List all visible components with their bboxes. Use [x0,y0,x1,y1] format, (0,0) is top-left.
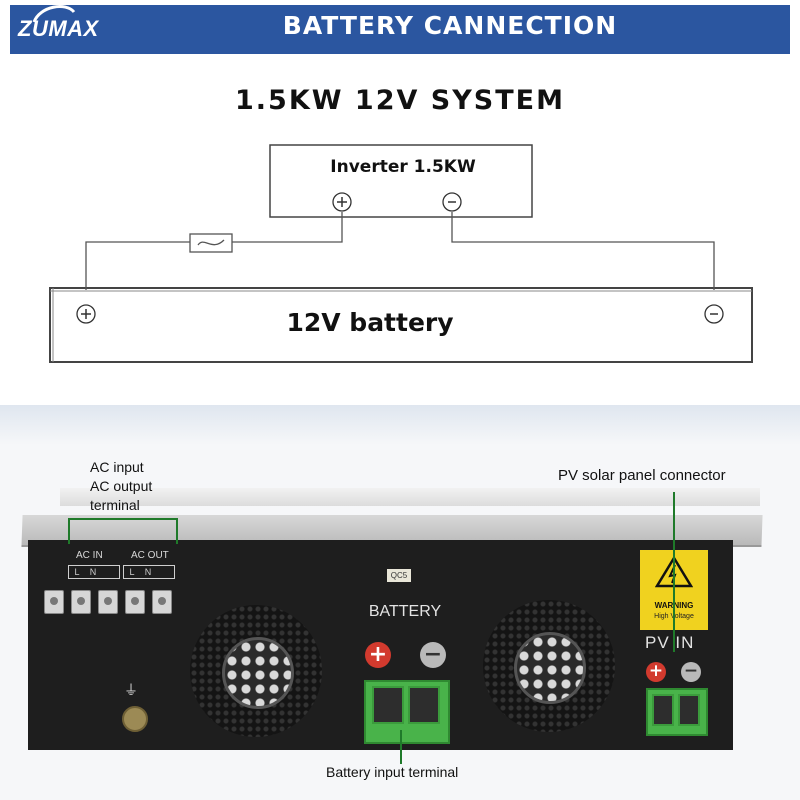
fan-grill-left [190,605,322,737]
fuse-icon [189,233,233,253]
battery-callout-leader [400,730,402,764]
inverter-negative-terminal-icon [442,192,462,212]
ac-terminal-screw [44,590,64,614]
ac-terminal-screw [71,590,91,614]
ac-callout-leader [68,518,70,544]
ac-out-line-label: L [129,567,135,577]
inverter-positive-terminal-icon [332,192,352,212]
ac-callout-leader [176,518,178,544]
header-bar [10,5,790,54]
pv-in-label: PV IN [645,633,695,652]
ac-callout-line-1: AC input [90,459,144,475]
ground-icon: ⏚ [124,683,138,699]
battery-terminal-slot [372,686,404,724]
negative-wire [451,212,715,290]
ac-out-label: AC OUT [131,550,169,561]
wiring-diagram [49,144,753,363]
ac-out-neutral-label: N [144,567,152,577]
ac-in-label: AC IN [76,550,103,561]
ground-bolt [122,706,148,732]
battery-label: 12V battery [286,308,454,337]
ac-terminal-screw [152,590,172,614]
battery-terminal-callout: Battery input terminal [326,764,459,780]
ac-in-line-label: L [74,567,80,577]
battery-negative-terminal-icon [704,304,724,324]
ac-callout-line-2: AC output [90,478,153,494]
brand-logo: ZUMAX [18,16,99,41]
ac-in-neutral-label: N [89,567,97,577]
ac-callout-leader [68,518,178,520]
pv-negative-icon: − [681,662,701,682]
pv-terminal-slot [652,694,674,726]
battery-panel-label: BATTERY [368,603,442,620]
shelf-edge [60,488,760,506]
qc-sticker: QC5 [387,569,411,582]
inverter-box [269,144,533,218]
ac-terminal-screw [125,590,145,614]
pv-terminal-slot [678,694,700,726]
fan-guard-left [222,637,294,709]
ac-callout-line-3: terminal [90,497,140,513]
battery-negative-icon: − [420,642,446,668]
pv-callout-leader [673,492,675,652]
battery-positive-icon: + [365,642,391,668]
fan-guard-right [514,632,586,704]
battery-box [49,287,753,363]
page-title: BATTERY CANNECTION [282,11,618,40]
battery-positive-terminal-icon [76,304,96,324]
battery-terminal-slot [408,686,440,724]
photo-background-band [0,405,800,445]
inverter-label: Inverter 1.5KW [330,157,476,177]
pv-connector-callout: PV solar panel connector [558,467,726,484]
logo-swoosh-icon [32,5,76,23]
pv-positive-icon: + [646,662,666,682]
system-title: 1.5KW 12V SYSTEM [235,85,565,116]
ac-terminal-screw [98,590,118,614]
